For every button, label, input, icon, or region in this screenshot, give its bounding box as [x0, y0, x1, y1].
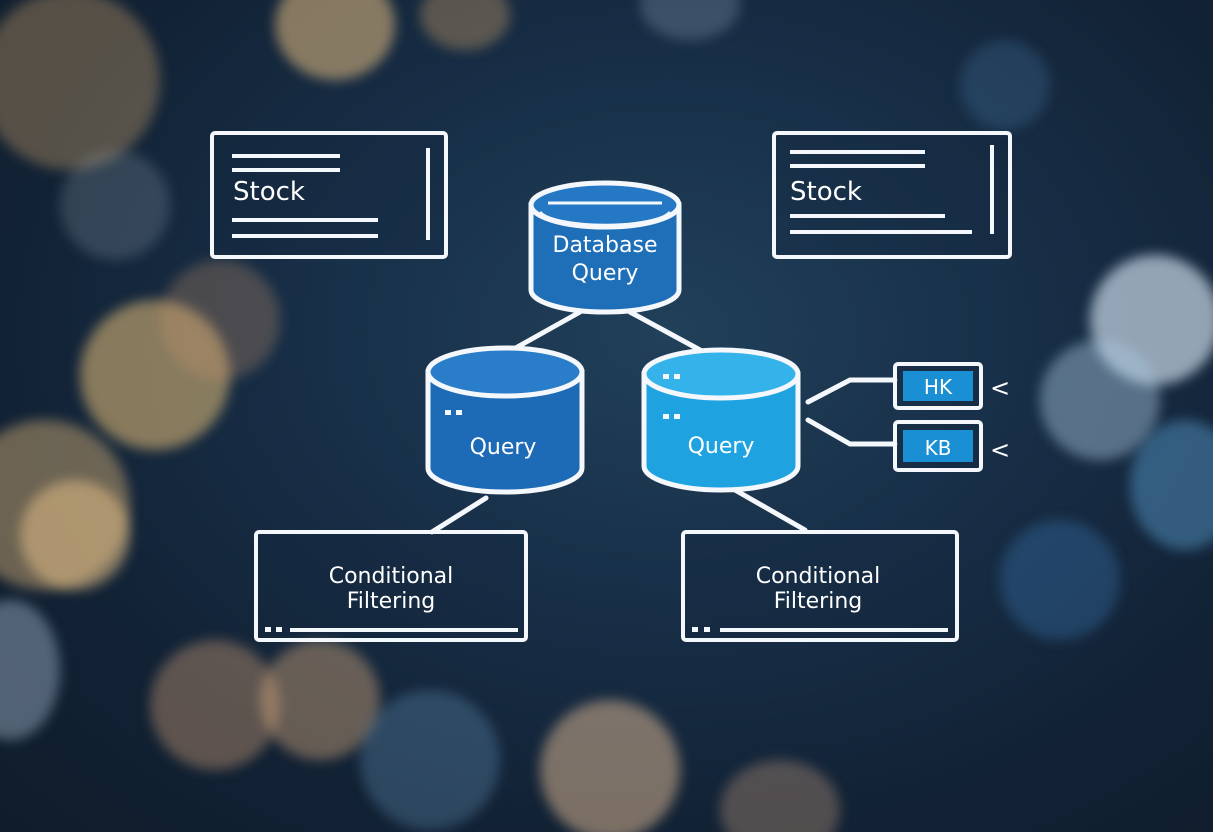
- query-right-label: Query: [688, 434, 755, 459]
- filter-right-line2: Filtering: [774, 589, 863, 614]
- stock-panel-left: Stock: [210, 131, 448, 259]
- bokeh-light: [260, 640, 380, 760]
- stock-panel-right: Stock: [772, 131, 1012, 259]
- bokeh-light: [960, 40, 1050, 130]
- stock-right-label: Stock: [790, 177, 862, 207]
- database-query-cylinder: Database Query: [528, 180, 682, 315]
- connector-query-left-to-filter-left: [429, 495, 489, 535]
- bokeh-light: [720, 760, 840, 832]
- bokeh-light: [150, 640, 280, 770]
- query-left-label: Query: [470, 435, 537, 460]
- tag-top: HK <: [893, 362, 1010, 410]
- bokeh-light: [360, 690, 500, 830]
- database-label-line1: Database: [553, 233, 658, 258]
- filter-left-line2: Filtering: [347, 589, 436, 614]
- query-cylinder-right: Query: [641, 347, 801, 493]
- bokeh-light: [1130, 420, 1213, 550]
- connector-query-right-to-filter-right: [732, 487, 808, 533]
- tag-bottom-label: KB: [925, 436, 952, 460]
- connector-query-right-to-tag-bottom: [805, 417, 898, 447]
- filter-right-line1: Conditional: [756, 564, 881, 589]
- bokeh-light: [80, 300, 230, 450]
- tag-bottom: KB <: [893, 420, 1010, 472]
- bokeh-light: [1000, 520, 1120, 640]
- filter-left-line1: Conditional: [329, 564, 454, 589]
- stock-left-label: Stock: [233, 177, 305, 207]
- connector-query-right-to-tag-top: [805, 377, 898, 405]
- filter-panel-left: Conditional Filtering: [254, 530, 528, 642]
- bokeh-light: [1040, 340, 1160, 460]
- bokeh-light: [0, 0, 160, 170]
- bokeh-light: [20, 480, 130, 590]
- database-label-line2: Query: [572, 261, 639, 286]
- tag-top-label: HK: [924, 375, 953, 399]
- connector-db-to-query-right: [627, 309, 703, 353]
- bokeh-light: [1090, 255, 1213, 385]
- connector-db-to-query-left: [509, 309, 583, 353]
- filter-panel-right: Conditional Filtering: [681, 530, 959, 642]
- bokeh-light: [160, 260, 280, 380]
- bokeh-light: [60, 150, 170, 260]
- bokeh-light: [540, 700, 680, 832]
- tag-top-arrow: <: [990, 374, 1010, 402]
- tag-bottom-arrow: <: [990, 436, 1010, 464]
- query-cylinder-left: Query: [425, 345, 585, 495]
- connector-lines: [429, 309, 898, 535]
